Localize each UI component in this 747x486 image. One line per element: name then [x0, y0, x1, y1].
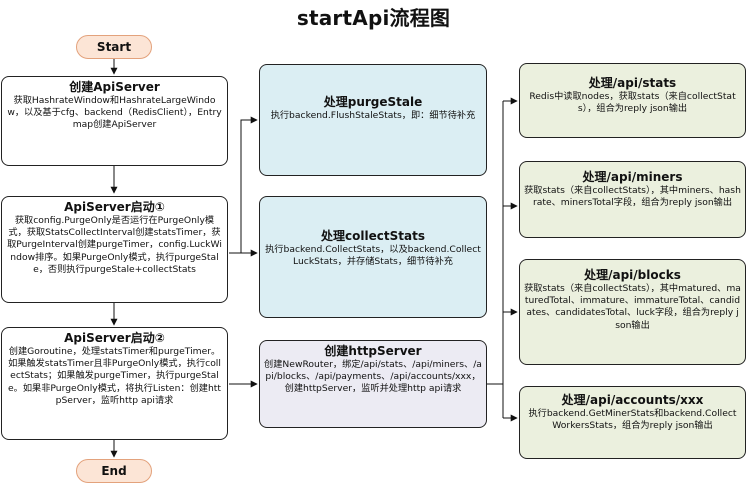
- node-body: 获取HashrateWindow和HashrateLargeWindow，以及基…: [7, 95, 222, 131]
- node-body: 获取stats（来自collectStats），其中matured、mature…: [524, 283, 741, 331]
- api-accounts-node: 处理/api/accounts/xxx 执行backend.GetMinerSt…: [519, 386, 746, 459]
- node-title: 处理/api/blocks: [584, 268, 681, 282]
- node-body: 获取stats（来自collectStats），其中miners、hashrat…: [524, 185, 741, 209]
- node-title: 处理/api/stats: [588, 76, 677, 90]
- node-body: 执行backend.FlushStaleStats，即：细节待补充: [270, 110, 476, 121]
- node-title: 创建ApiServer: [69, 80, 160, 94]
- create-apiserver-node: 创建ApiServer 获取HashrateWindow和HashrateLar…: [1, 76, 228, 166]
- diagram-title: startApi流程图: [296, 6, 451, 30]
- node-body: 创建Goroutine，处理statsTimer和purgeTimer。如果触发…: [8, 346, 221, 406]
- node-title: ApiServer启动②: [64, 331, 165, 345]
- api-miners-node: 处理/api/miners 获取stats（来自collectStats），其中…: [519, 161, 746, 238]
- node-title: 处理/api/miners: [582, 170, 683, 184]
- node-body: 执行backend.CollectStats，以及backend.Collect…: [265, 244, 481, 268]
- api-blocks-node: 处理/api/blocks 获取stats（来自collectStats），其中…: [519, 259, 746, 365]
- node-title: 创建httpServer: [324, 344, 422, 358]
- node-title: ApiServer启动①: [64, 200, 165, 214]
- node-body: Redis中读取nodes，获取stats（来自collectStats），组合…: [529, 91, 736, 115]
- purge-stale-node: 处理purgeStale 执行backend.FlushStaleStats，即…: [259, 64, 487, 176]
- node-body: 执行backend.GetMinerStats和backend.CollectW…: [528, 408, 737, 432]
- apiserver-start2-node: ApiServer启动② 创建Goroutine，处理statsTimer和pu…: [1, 327, 228, 440]
- api-stats-node: 处理/api/stats Redis中读取nodes，获取stats（来自col…: [519, 63, 746, 138]
- start-terminal: Start: [76, 35, 152, 59]
- node-body: 创建NewRouter，绑定/api/stats、/api/miners、/ap…: [264, 359, 482, 395]
- node-body: 获取config.PurgeOnly是否运行在PurgeOnly模式，获取Sta…: [7, 215, 222, 275]
- apiserver-start1-node: ApiServer启动① 获取config.PurgeOnly是否运行在Purg…: [1, 196, 228, 303]
- arrow-start1-to-purge: [229, 116, 258, 254]
- create-httpserver-node: 创建httpServer 创建NewRouter，绑定/api/stats、/a…: [259, 340, 487, 428]
- node-title: 处理/api/accounts/xxx: [561, 393, 704, 407]
- collect-stats-node: 处理collectStats 执行backend.CollectStats，以及…: [259, 196, 487, 318]
- node-title: 处理purgeStale: [323, 95, 423, 109]
- end-terminal: End: [76, 459, 152, 483]
- node-title: 处理collectStats: [321, 229, 425, 243]
